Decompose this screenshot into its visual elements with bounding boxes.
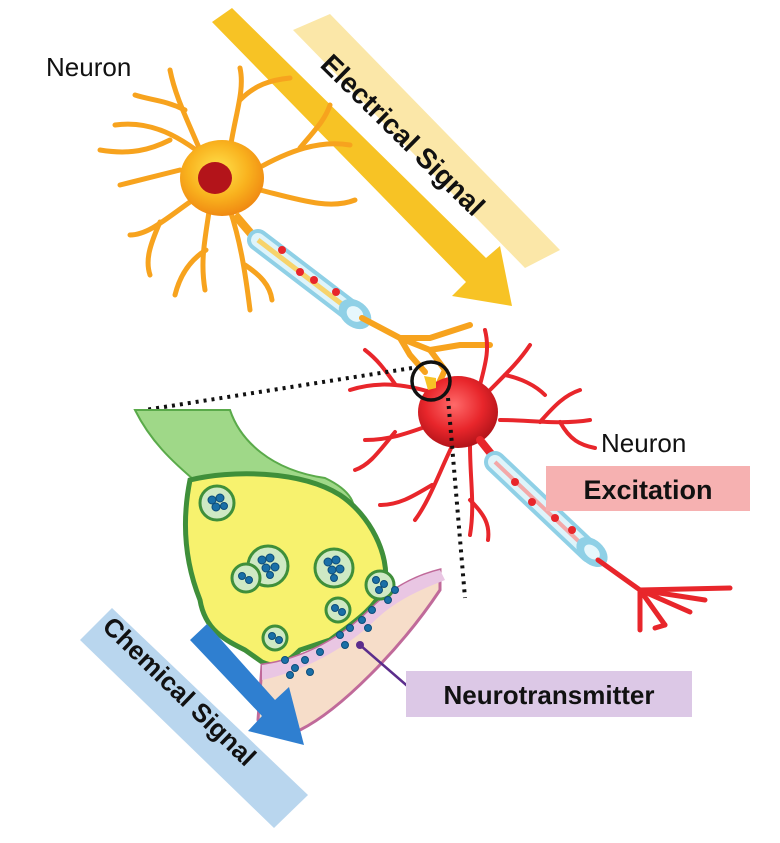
chemical-signal-band [80,608,308,828]
electrical-arrow [212,8,512,306]
neurotransmitter-label: Neurotransmitter [444,680,655,710]
neuron-right-label: Neuron [601,428,686,458]
neuron-top-label: Neuron [46,52,131,82]
chemical-arrow [190,624,304,745]
zoom-lines [144,366,467,599]
presynaptic-nucleus [198,162,232,194]
neurotransmitter-box [406,671,692,717]
postsynaptic-soma [418,376,498,448]
excitation-box [546,466,750,511]
presynaptic-axon [247,229,372,330]
postsynaptic-neuron [348,328,733,633]
neurotransmitter-pointer [356,641,413,691]
excitation-label: Excitation [583,475,712,505]
synapse-highlight-circle [410,360,452,402]
electrical-signal-band [212,8,560,306]
synapse-zoom [133,409,445,736]
